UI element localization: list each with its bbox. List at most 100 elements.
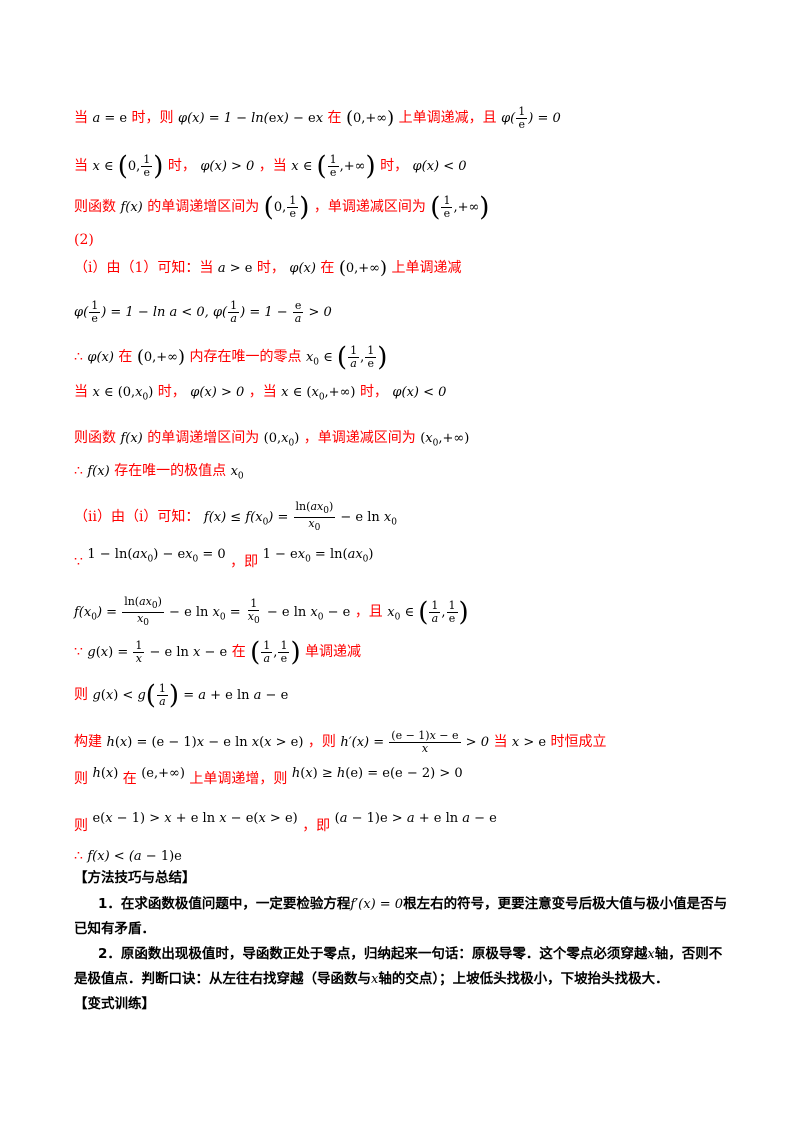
text: ∴ <box>74 463 83 479</box>
text: ∵ <box>74 644 83 660</box>
line-9: 则函数 f(x) 的单调递增区间为 (0,x0) ，单调递减区间为 (x0,+∞… <box>74 428 469 454</box>
math: (0,+∞) <box>345 107 395 129</box>
math: φ(x) > 0 <box>200 159 255 174</box>
line-16: 构建 h(x) = (e − 1)x − e ln x(x > e) ，则 h′… <box>74 730 607 755</box>
line-19: ∴ f(x) < (a − 1)e <box>74 846 182 867</box>
text: ∴ <box>74 848 83 864</box>
section-heading-variant: 【变式训练】 <box>74 996 155 1012</box>
text: 1．在求函数极值问题中，一定要检验方程 <box>98 896 351 912</box>
math: φ(x) > 0 <box>190 385 245 400</box>
text: ，则 <box>307 734 336 750</box>
text: （i）由（1）可知：当 <box>74 260 214 276</box>
math: f′(x) = 0 <box>350 897 404 912</box>
math: φ(x) < 0 <box>412 159 467 174</box>
text: 当 <box>74 158 88 174</box>
text: ∵ <box>74 554 83 570</box>
math: h(x) = (e − 1)x − e ln x(x > e) <box>106 735 304 750</box>
text: ，单调递减区间为 <box>313 199 426 215</box>
line-12: ∵ 1 − ln(ax0) − ex0 = 0 ，即 1 − ex0 = ln(… <box>74 547 373 578</box>
text: 2．原函数出现极值时，导函数正处于零点，归纳起来一句话：原极导零．这个零点必须穿… <box>98 946 648 962</box>
text: 根左右的符号，更要注意变号后极大值与极小值是否与已知有矛盾． <box>74 896 728 937</box>
text: (2) <box>74 232 94 248</box>
line-1: 当 a = e 时，则 φ(x) = 1 − ln(ex) − ex 在 (0,… <box>74 106 561 131</box>
math: (0,x0) <box>263 431 300 449</box>
text: 单调递减 <box>305 644 362 660</box>
math: a = e <box>92 111 128 126</box>
math: h(x) <box>92 766 119 781</box>
math: φ(x) <box>289 261 316 276</box>
text: 则 <box>74 687 88 703</box>
line-10: ∴ f(x) 存在唯一的极值点 x0 <box>74 461 244 487</box>
text: 上单调递减，且 <box>398 110 497 126</box>
math: e(x − 1) > x + e ln x − e(x > e) <box>92 811 298 826</box>
math: x ∈ (0,x0) <box>92 385 154 403</box>
text: 时， <box>380 158 409 174</box>
text: 内存在唯一的零点 <box>189 349 302 365</box>
text: 则函数 <box>74 430 116 446</box>
text: 在 <box>118 349 133 365</box>
math: f(x) <box>120 200 143 215</box>
paragraph-1: 1．在求函数极值问题中，一定要检验方程f′(x) = 0根左右的符号，更要注意变… <box>74 892 734 941</box>
line-4: (2) <box>74 230 94 250</box>
text: 时， <box>256 260 285 276</box>
math: (x0,+∞) <box>420 431 470 449</box>
math: (0,+∞) <box>338 257 388 279</box>
text: 轴，否则不是极值点．判断口诀：从左往右找穿越（导函数与 <box>74 946 723 987</box>
math: 1 − ex0 = ln(ax0) <box>262 547 374 565</box>
line-18: 则 e(x − 1) > x + e ln x − e(x > e) ，即 (a… <box>74 808 497 834</box>
text: ，即 <box>230 554 259 570</box>
text: 则 <box>74 818 88 834</box>
text: ，单调递减区间为 <box>303 430 416 446</box>
text: 在 <box>320 260 335 276</box>
text: ，且 <box>354 604 383 621</box>
text: ，当 <box>248 384 277 400</box>
math: h(x) ≥ h(e) = e(e − 2) > 0 <box>291 766 463 781</box>
text: ，当 <box>258 158 287 174</box>
text: 当 <box>74 110 88 126</box>
text: ∴ <box>74 349 83 365</box>
math: x <box>371 972 379 987</box>
text: 存在唯一的极值点 <box>114 463 227 479</box>
text: 在 <box>122 771 137 787</box>
section-heading-method: 【方法技巧与总结】 <box>74 870 196 886</box>
text: 的单调递增区间为 <box>147 199 260 215</box>
math: φ(x) <box>87 350 114 365</box>
math: x0 <box>230 464 244 482</box>
text: 则函数 <box>74 199 116 215</box>
line-5: （i）由（1）可知：当 a > e 时， φ(x) 在 (0,+∞) 上单调递减 <box>74 258 462 279</box>
math: φ(x) < 0 <box>392 385 447 400</box>
text: 时，则 <box>131 110 174 126</box>
text: 时， <box>167 158 196 174</box>
text: 时恒成立 <box>550 734 607 750</box>
math: a > e <box>217 261 253 276</box>
line-17: 则 h(x) 在 (e,+∞) 上单调递增，则 h(x) ≥ h(e) = e(… <box>74 763 463 787</box>
math: x ∈ (x0,+∞) <box>281 385 356 403</box>
text: 在 <box>231 644 246 660</box>
math: 1 − ln(ax0) − ex0 = 0 <box>87 547 226 565</box>
text: 上单调递减 <box>391 260 462 276</box>
math: (0,+∞) <box>136 346 186 368</box>
text: ，即 <box>302 818 331 834</box>
text: 构建 <box>74 734 102 750</box>
line-8: 当 x ∈ (0,x0) 时， φ(x) > 0 ，当 x ∈ (x0,+∞) … <box>74 382 446 408</box>
text: 时， <box>359 384 388 400</box>
math: f(x) <box>120 431 143 446</box>
text: 当 <box>493 734 508 750</box>
math: f(x) < (a − 1)e <box>87 849 182 864</box>
text: 在 <box>327 110 342 126</box>
